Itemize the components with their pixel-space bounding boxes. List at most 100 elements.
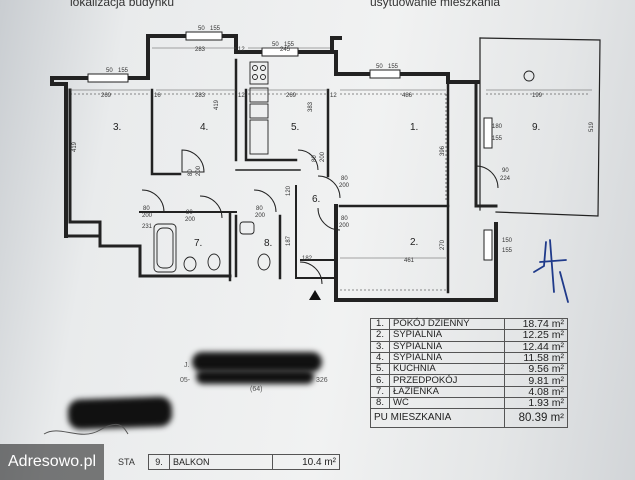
dim-room5-width: 269 [286, 93, 297, 99]
dim-room4-width: 283 [195, 93, 206, 99]
dim-door-a-80: 80 [188, 169, 194, 176]
dim-window-d-155: 155 [388, 64, 399, 70]
balcony-table: 9. BALKON 10.4 m² [148, 454, 340, 470]
dim-room1-width: 486 [402, 93, 413, 99]
area-table-total-row: PU MIESZKANIA 80.39 m² [370, 408, 568, 429]
dim-door-90: 90 [502, 168, 509, 174]
header-building-location: lokalizacja budynku [70, 0, 175, 9]
row-number: 4. [370, 351, 390, 365]
room-number-3: 3. [113, 122, 121, 133]
entrance-marker [309, 290, 321, 300]
stamp-line-2: 05- [180, 377, 191, 384]
room-number-6: 6. [312, 194, 320, 205]
room-name: SYPIALNIA [389, 340, 505, 353]
dim-window-b-155: 155 [210, 26, 221, 32]
dim-door-g-200: 200 [185, 217, 196, 223]
room-name: POKÓJ DZIENNY [389, 317, 505, 331]
dim-door-c-200: 200 [339, 183, 350, 189]
room-area: 4.08 m² [504, 385, 568, 399]
dim-balcony-door-155: 155 [492, 136, 503, 142]
stamp-line-4: (64) [250, 386, 263, 393]
dim-window-c-50: 50 [272, 42, 279, 48]
balcony-number: 9. [148, 454, 170, 470]
dim-room9-height: 519 [589, 121, 595, 132]
balcony-row: 9. BALKON 10.4 m² [148, 454, 340, 470]
row-number: 6. [370, 374, 390, 387]
room-area: 18.74 m² [504, 317, 568, 331]
dim-window-d-50: 50 [376, 64, 383, 70]
dim-door-e-200: 200 [142, 213, 153, 219]
dim-room2-width: 461 [404, 258, 415, 264]
room-name: WC [389, 397, 505, 410]
row-number: 1. [370, 317, 390, 331]
stamp-line-1: J. [184, 362, 190, 369]
room-number-4: 4. [200, 122, 208, 133]
dim-room9-width: 199 [532, 93, 543, 99]
total-area: 80.39 m² [504, 408, 568, 429]
row-number: 7. [370, 385, 390, 399]
balcony-prefix: STA [118, 457, 135, 467]
row-number: 5. [370, 363, 390, 376]
room-name: PRZEDPOKÓJ [389, 374, 505, 387]
room-number-8: 8. [264, 238, 272, 249]
dim-window-a-155: 155 [118, 68, 129, 74]
room-number-7: 7. [194, 238, 202, 249]
dim-wall-16: 16 [154, 93, 161, 99]
dim-door-d-80: 80 [341, 216, 348, 222]
dim-room3-height: 419 [72, 141, 78, 152]
dim-room5-top: 245 [280, 47, 291, 53]
redaction-bar-1 [192, 352, 322, 372]
room-area: 12.44 m² [504, 340, 568, 353]
dim-hall-187: 187 [286, 235, 292, 246]
dim-door-g-80: 80 [186, 210, 193, 216]
balcony-area: 10.4 m² [272, 454, 340, 470]
room-area: 9.81 m² [504, 374, 568, 387]
dim-hall-182: 182 [302, 256, 313, 262]
dim-door-90-224: 224 [500, 176, 511, 182]
room-number-2: 2. [410, 237, 418, 248]
dim-door-e-80: 80 [143, 206, 150, 212]
room-number-1: 1. [410, 122, 418, 133]
dim-window-e-150: 150 [502, 238, 513, 244]
room-area: 12.25 m² [504, 329, 568, 342]
dim-room2-height: 270 [440, 239, 446, 250]
stamp-line-3: 326 [316, 377, 328, 384]
dim-wall-12b: 12 [238, 93, 245, 99]
handwritten-scribble-icon [43, 423, 129, 435]
dim-window-e-155: 155 [502, 248, 513, 254]
redaction-bar-2 [196, 370, 314, 384]
dim-window-a-50: 50 [106, 68, 113, 74]
room-number-5: 5. [291, 122, 299, 133]
header-apartment-location: usytuowanie mieszkania [370, 0, 501, 9]
dim-door-c-80: 80 [341, 176, 348, 182]
dim-wall-12a: 12 [238, 47, 245, 53]
dim-room5-height: 383 [308, 101, 314, 112]
total-label: PU MIESZKANIA [370, 408, 505, 429]
dim-room3-width: 269 [101, 93, 112, 99]
room-name: SYPIALNIA [389, 351, 505, 365]
room-name: KUCHNIA [389, 363, 505, 376]
row-number: 3. [370, 340, 390, 353]
dim-room4-top: 283 [195, 47, 206, 53]
dim-window-c-155: 155 [284, 42, 295, 48]
dim-door-b-200: 200 [320, 151, 326, 162]
room-area: 11.58 m² [504, 351, 568, 365]
room-number-9: 9. [532, 122, 540, 133]
dim-door-a-200: 200 [196, 165, 202, 176]
room-name: ŁAZIENKA [389, 385, 505, 399]
room-name: SYPIALNIA [389, 329, 505, 342]
row-number: 2. [370, 329, 390, 342]
dim-hall-120: 120 [286, 185, 292, 196]
balcony-name: BALKON [169, 454, 273, 470]
dim-door-d-200: 200 [339, 223, 350, 229]
